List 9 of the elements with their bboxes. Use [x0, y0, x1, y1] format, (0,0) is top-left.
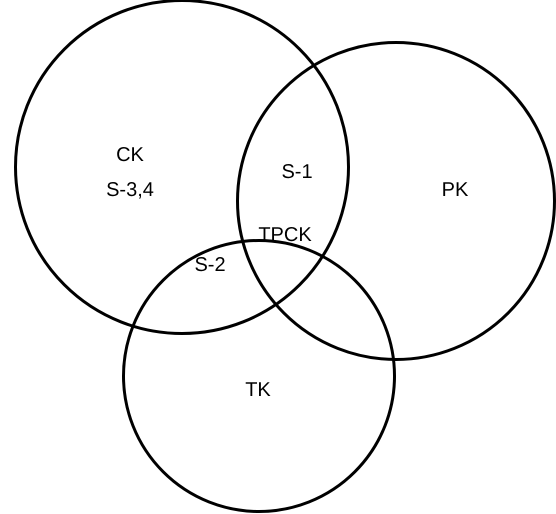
set-circle [236, 41, 556, 361]
set-label: PK [442, 180, 468, 200]
set-label: TK [245, 380, 271, 400]
intersection-label: S-2 [194, 255, 226, 275]
set-label: S-3,4 [106, 180, 154, 200]
set-circle [14, 0, 350, 335]
intersection-label: S-1 [281, 162, 313, 182]
set-label: CK [116, 145, 144, 165]
intersection-label: TPCK [258, 225, 312, 245]
